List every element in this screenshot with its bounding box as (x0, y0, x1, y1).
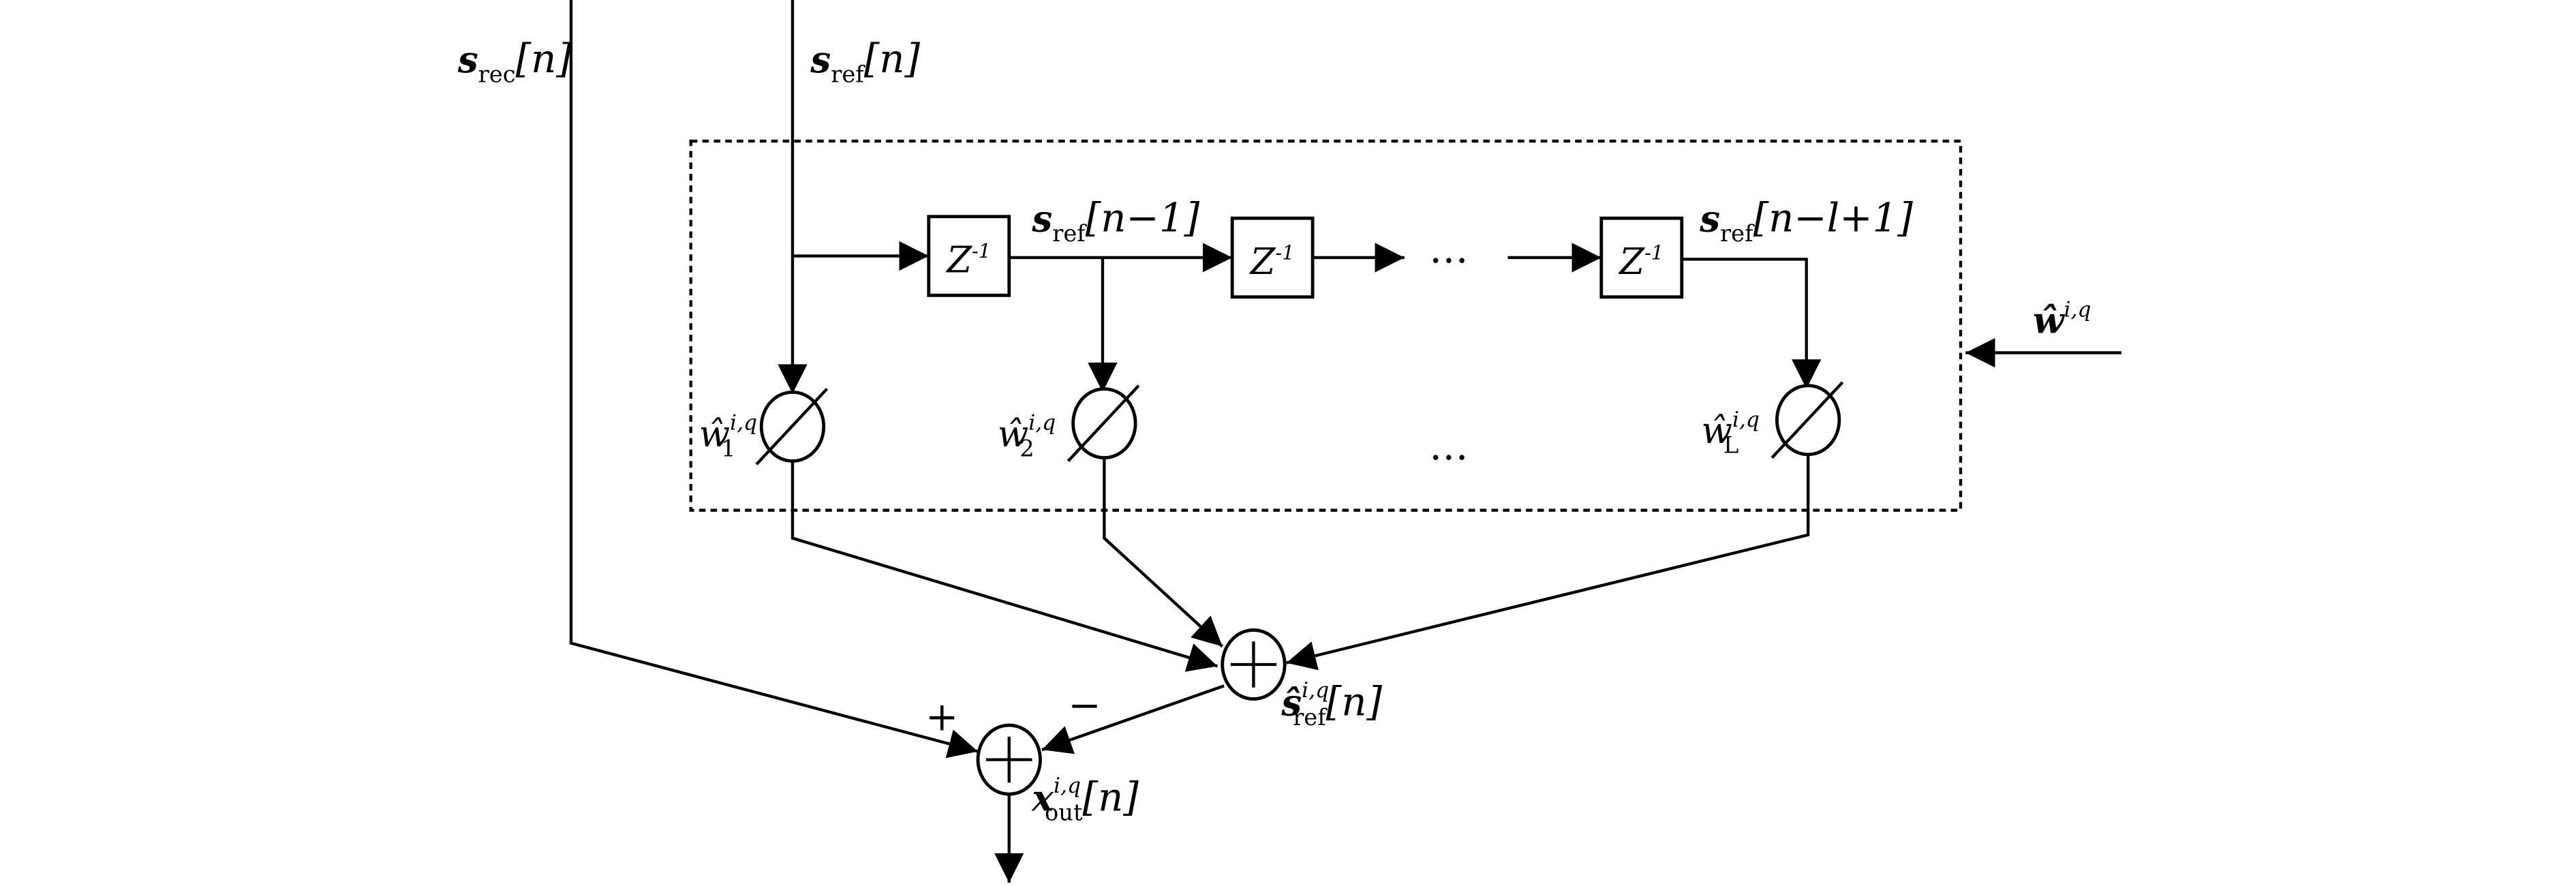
svg-text:Z-1: Z-1 (1249, 241, 1295, 283)
s-ref-label: sref[n] (810, 35, 920, 87)
weight-vector-label: ŵi,q (2033, 298, 2091, 342)
delay-block-1: Z-1 (927, 215, 1011, 297)
filter-boundary (689, 139, 1963, 512)
weight-multiplier-L (1770, 381, 1844, 459)
ellipsis-bottom: … (1429, 423, 1469, 469)
s-rec-label: srec[n] (457, 35, 572, 87)
sum-ref-to-output-sum (1041, 684, 1225, 754)
ellipsis-top: … (1429, 226, 1469, 272)
weight-L-to-sum (1286, 453, 1810, 671)
s-rec-line (569, 0, 979, 759)
weight-multiplier-2 (1067, 384, 1140, 462)
weight-multiplier-1 (755, 388, 829, 465)
svg-text:Z-1: Z-1 (945, 239, 991, 281)
delay-output-L-label: sref[n−l+1] (1699, 194, 1913, 246)
weight-1-to-sum (791, 457, 1218, 672)
sum-ref-node (1221, 628, 1287, 701)
weight-2-to-sum (1103, 456, 1224, 648)
delay-block-3: Z-1 (1599, 216, 1684, 299)
delay-output-1-label: sref[n−1] (1031, 194, 1199, 246)
output-sum-node (976, 723, 1042, 796)
arrow-to-weight-L (1681, 258, 1822, 389)
svg-text:Z-1: Z-1 (1618, 241, 1663, 283)
plus-sign: + (925, 693, 958, 739)
delay-block-2: Z-1 (1230, 216, 1315, 299)
minus-sign: − (1068, 682, 1101, 728)
